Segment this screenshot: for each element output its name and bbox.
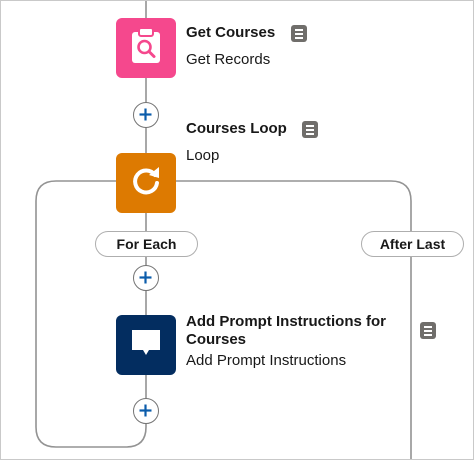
add-prompt-instructions-title: Add Prompt Instructions for Courses — [186, 313, 386, 348]
loop-back-edge — [35, 180, 147, 448]
courses-loop-title: Courses Loop — [186, 120, 287, 137]
add-element-button[interactable] — [133, 398, 159, 424]
add-prompt-instructions-detail-icon[interactable] — [420, 322, 436, 339]
add-prompt-instructions-node-icon-tile[interactable] — [116, 315, 176, 375]
chat-bubble-icon — [129, 327, 163, 364]
clipboard-search-icon — [129, 26, 163, 70]
add-element-button[interactable] — [133, 265, 159, 291]
add-element-button[interactable] — [133, 102, 159, 128]
get-courses-node-icon-tile[interactable] — [116, 18, 176, 78]
after-last-branch-label[interactable]: After Last — [361, 231, 464, 257]
get-courses-title: Get Courses — [186, 24, 276, 41]
for-each-branch-label[interactable]: For Each — [95, 231, 198, 257]
add-prompt-instructions-subtitle: Add Prompt Instructions — [186, 352, 347, 369]
get-courses-subtitle: Get Records — [186, 51, 271, 68]
loop-exit-edge — [176, 180, 412, 459]
courses-loop-subtitle: Loop — [186, 147, 220, 164]
get-courses-detail-icon[interactable] — [291, 25, 307, 42]
courses-loop-detail-icon[interactable] — [302, 121, 318, 138]
loop-arrow-icon — [128, 163, 164, 204]
courses-loop-node-icon-tile[interactable] — [116, 153, 176, 213]
